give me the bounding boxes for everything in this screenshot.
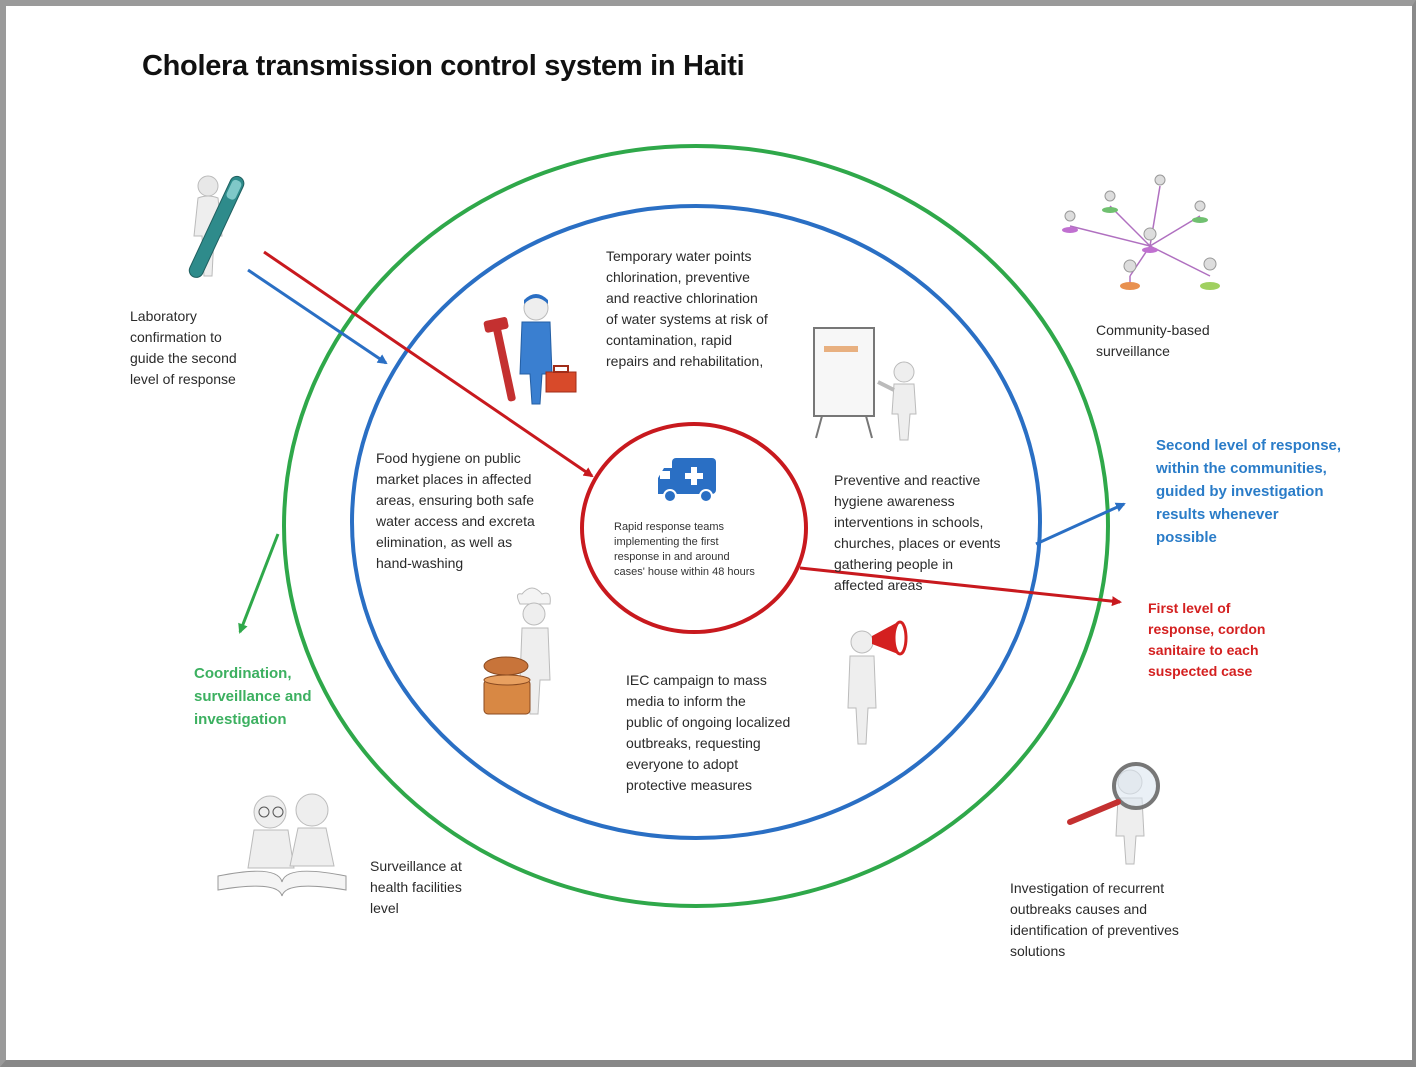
lab-confirmation-text: Laboratory confirmation to guide the sec… bbox=[130, 308, 237, 387]
lab-to-middle-ring-arrow bbox=[247, 268, 388, 365]
megaphone-figure-icon bbox=[847, 620, 908, 745]
coordination-text: Coordination, surveillance and investiga… bbox=[194, 665, 312, 728]
inner-ring bbox=[580, 422, 808, 634]
lab-to-center-arrow bbox=[263, 250, 594, 478]
food-hygiene-text: Food hygiene on public market places in … bbox=[376, 450, 535, 571]
test-tube-figure-icon bbox=[188, 175, 245, 278]
plumber-figure-icon bbox=[483, 294, 577, 405]
outer-ring bbox=[282, 144, 1110, 908]
rapid-response-text: Rapid response teams implementing the fi… bbox=[614, 521, 755, 578]
water-chlorination-text: Temporary water points chlorination, pre… bbox=[606, 248, 768, 369]
second-level-response-text: Second level of response, within the com… bbox=[1156, 437, 1342, 546]
hygiene-awareness-text: Preventive and reactive hygiene awarenes… bbox=[834, 472, 1001, 593]
iec-campaign-text: IEC campaign to mass media to inform the… bbox=[626, 672, 791, 793]
health-facilities-surveillance-text: Surveillance at health facilities level bbox=[370, 858, 462, 916]
page-title: Cholera transmission control system in H… bbox=[142, 50, 745, 82]
diagram-canvas bbox=[188, 144, 1220, 908]
first-level-response-text: First level of response, cordon sanitair… bbox=[1148, 600, 1266, 679]
second-level-arrow bbox=[1035, 502, 1126, 546]
investigation-text: Investigation of recurrent outbreaks cau… bbox=[1010, 880, 1179, 959]
network-figure-icon bbox=[1062, 174, 1220, 290]
middle-ring bbox=[350, 204, 1042, 840]
whiteboard-figure-icon bbox=[813, 327, 917, 441]
community-surveillance-text: Community-based surveillance bbox=[1096, 322, 1210, 359]
reading-figures-icon bbox=[217, 793, 347, 897]
magnifier-figure-icon bbox=[1067, 762, 1160, 865]
first-level-arrow bbox=[799, 566, 1122, 607]
coordination-arrow bbox=[238, 533, 280, 634]
chef-figure-icon bbox=[483, 587, 551, 715]
ambulance-icon bbox=[658, 458, 716, 503]
